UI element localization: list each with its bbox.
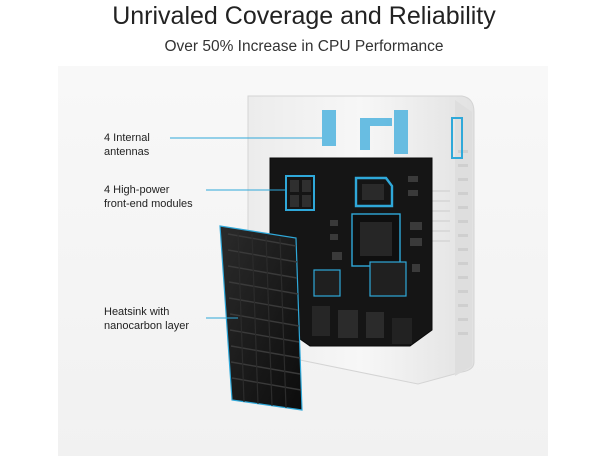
- callout-heatsink-line2: nanocarbon layer: [104, 320, 190, 332]
- callout-antennas-line1: 4 Internal: [104, 132, 150, 144]
- page-title: Unrivaled Coverage and Reliability: [112, 2, 496, 30]
- callout-fem: 4 High-power front-end modules: [104, 183, 193, 211]
- internal-antennas: [322, 110, 463, 159]
- callout-fem-line2: front-end modules: [104, 198, 193, 210]
- callout-leaders: [170, 137, 322, 319]
- callout-fem-line1: 4 High-power: [104, 184, 170, 196]
- page-subtitle: Over 50% Increase in CPU Performance: [164, 38, 444, 55]
- callout-heatsink-line1: Heatsink with: [104, 306, 170, 318]
- circuit-board: [269, 157, 433, 347]
- heatsink: [219, 225, 303, 411]
- callout-antennas-line2: antennas: [104, 146, 150, 158]
- callout-heatsink: Heatsink with nanocarbon layer: [104, 305, 189, 333]
- callout-antennas: 4 Internal antennas: [104, 131, 150, 159]
